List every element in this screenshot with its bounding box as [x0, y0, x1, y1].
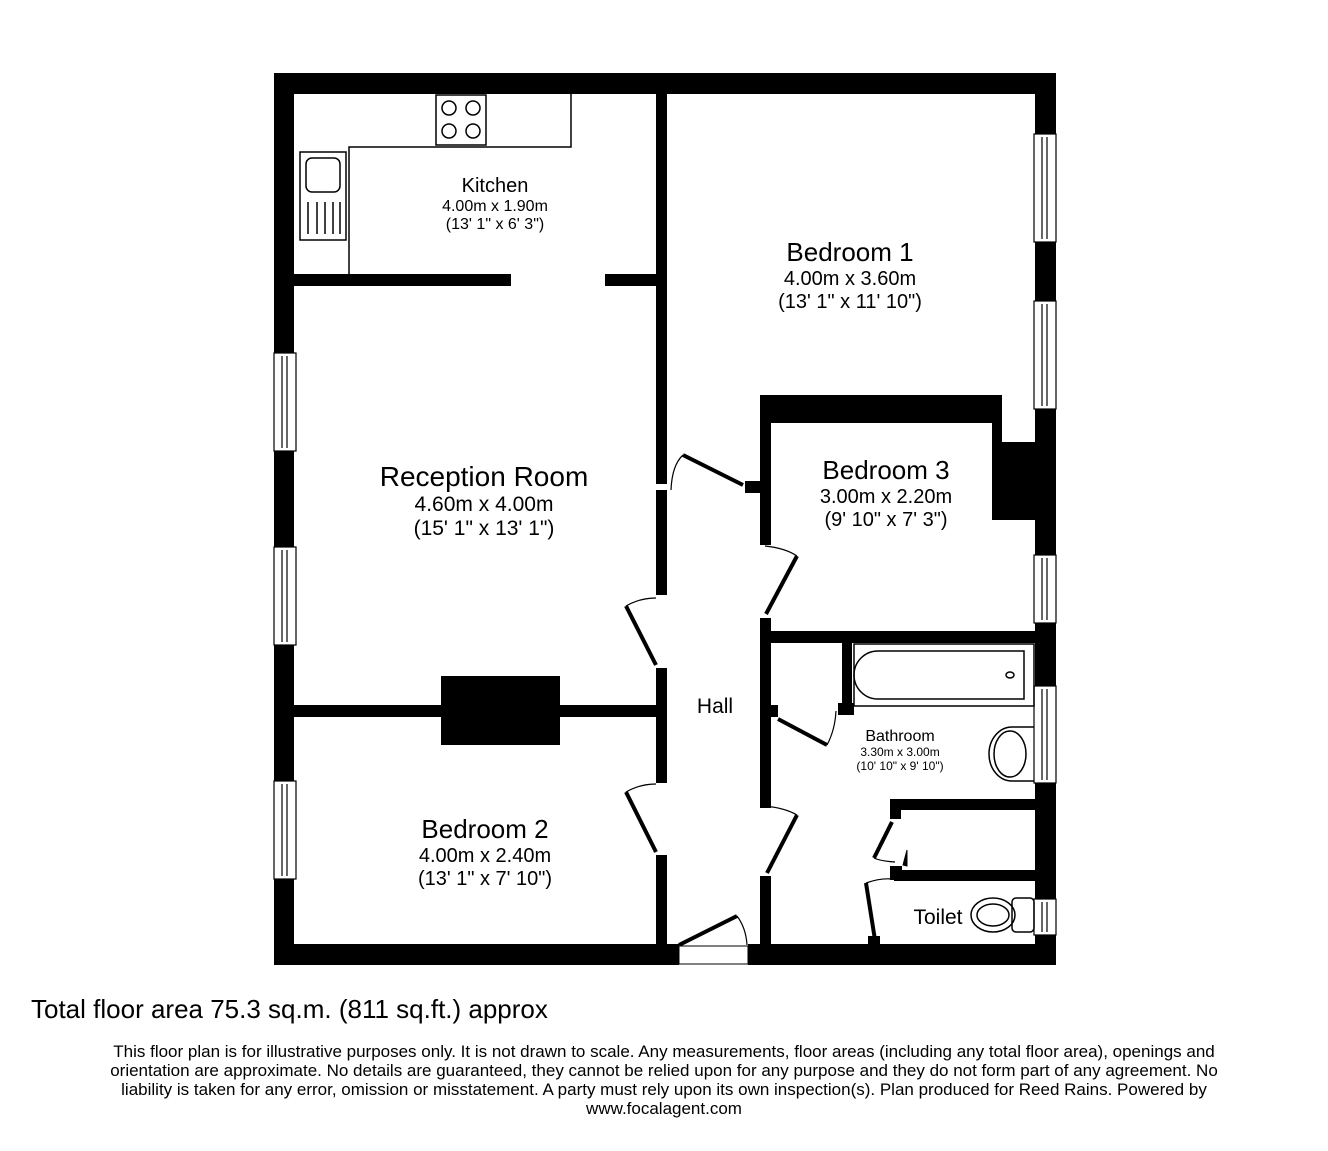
- room-name: Hall: [696, 695, 734, 718]
- disclaimer-line: liability is taken for any error, omissi…: [121, 1080, 1207, 1099]
- room-imperial: (13' 1" x 7' 10"): [417, 867, 553, 890]
- disclaimer-link[interactable]: www.focalagent.com: [586, 1099, 742, 1118]
- room-metric: 4.60m x 4.00m: [414, 493, 554, 517]
- disclaimer-line: This floor plan is for illustrative purp…: [113, 1042, 1215, 1061]
- room-label-kitchen: Kitchen 4.00m x 1.90m (13' 1" x 6' 3"): [410, 175, 580, 235]
- room-name: Bedroom 2: [421, 814, 549, 844]
- wc-icon: [970, 897, 1035, 933]
- room-metric: 4.00m x 1.90m: [442, 198, 548, 215]
- room-imperial: (15' 1" x 13' 1"): [413, 517, 555, 541]
- room-label-bedroom1: Bedroom 1 4.00m x 3.60m (13' 1" x 11' 10…: [740, 237, 960, 314]
- doors: [624, 453, 908, 947]
- room-label-bathroom: Bathroom 3.30m x 3.00m (10' 10" x 9' 10"…: [830, 728, 970, 774]
- room-label-reception: Reception Room 4.60m x 4.00m (15' 1" x 1…: [354, 461, 614, 541]
- room-name: Toilet: [913, 906, 963, 929]
- bathroom-fixtures: [853, 643, 1035, 933]
- basin-icon: [988, 726, 1034, 782]
- disclaimer-line: orientation are approximate. No details …: [110, 1061, 1218, 1080]
- room-label-bedroom3: Bedroom 3 3.00m x 2.20m (9' 10" x 7' 3"): [786, 455, 986, 532]
- hob-icon: [435, 94, 487, 146]
- room-metric: 4.00m x 2.40m: [418, 844, 552, 867]
- room-imperial: (13' 1" x 11' 10"): [778, 290, 922, 313]
- entrance-threshold: [678, 945, 749, 965]
- bath-icon: [853, 643, 1035, 707]
- sink-icon: [299, 151, 347, 241]
- room-name: Bedroom 1: [786, 237, 914, 267]
- room-imperial: (9' 10" x 7' 3"): [824, 508, 948, 531]
- floor-plan-drawing: [273, 73, 1057, 965]
- room-label-hall: Hall: [680, 695, 750, 719]
- room-name: Kitchen: [461, 175, 529, 197]
- room-metric: 3.30m x 3.00m: [860, 745, 940, 760]
- kitchen-units: [299, 94, 572, 276]
- disclaimer: This floor plan is for illustrative purp…: [40, 1042, 1288, 1118]
- total-floor-area: Total floor area 75.3 sq.m. (811 sq.ft.)…: [31, 994, 548, 1024]
- room-metric: 3.00m x 2.20m: [819, 485, 953, 508]
- room-imperial: (10' 10" x 9' 10"): [856, 759, 944, 774]
- room-name: Bedroom 3: [822, 455, 950, 485]
- floor-plan: Kitchen 4.00m x 1.90m (13' 1" x 6' 3") B…: [273, 73, 1057, 965]
- room-name: Reception Room: [379, 461, 589, 492]
- room-name: Bathroom: [865, 728, 935, 745]
- windows: [273, 133, 1057, 936]
- room-label-toilet: Toilet: [903, 906, 973, 930]
- room-imperial: (13' 1" x 6' 3"): [445, 216, 545, 234]
- room-label-bedroom2: Bedroom 2 4.00m x 2.40m (13' 1" x 7' 10"…: [380, 814, 590, 891]
- room-metric: 4.00m x 3.60m: [783, 267, 917, 290]
